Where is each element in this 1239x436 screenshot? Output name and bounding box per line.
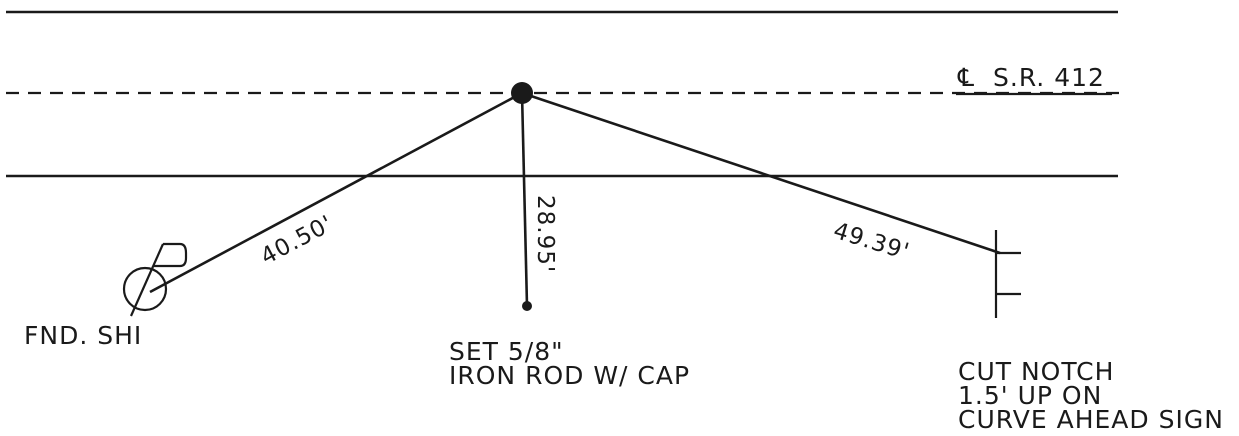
distance-label-sign: 49.39' <box>830 218 912 266</box>
shield-symbol-icon <box>122 242 188 317</box>
sign-description-line1: CUT NOTCH <box>958 357 1114 386</box>
centerline-symbol: ℄ <box>957 63 975 92</box>
tie-line-sign <box>521 91 1001 255</box>
sign-description-line2: 1.5' UP ON <box>958 381 1102 410</box>
iron-rod-description-line1: SET 5/8" <box>449 337 564 366</box>
tie-line-rod <box>520 92 529 307</box>
iron-rod-point <box>522 301 532 311</box>
centerline-label: S.R. 412 <box>993 63 1105 92</box>
distance-label-shield: 40.50' <box>257 211 338 271</box>
shield-description: FND. SHI <box>24 321 142 350</box>
iron-rod-description-line2: IRON ROD W/ CAP <box>449 361 690 390</box>
sign-symbol-icon <box>994 230 1021 318</box>
centerline-point <box>511 82 533 104</box>
tie-line-shield <box>149 91 523 294</box>
distance-label-rod: 28.95' <box>532 195 558 273</box>
sign-description-line3: CURVE AHEAD SIGN <box>958 405 1224 434</box>
